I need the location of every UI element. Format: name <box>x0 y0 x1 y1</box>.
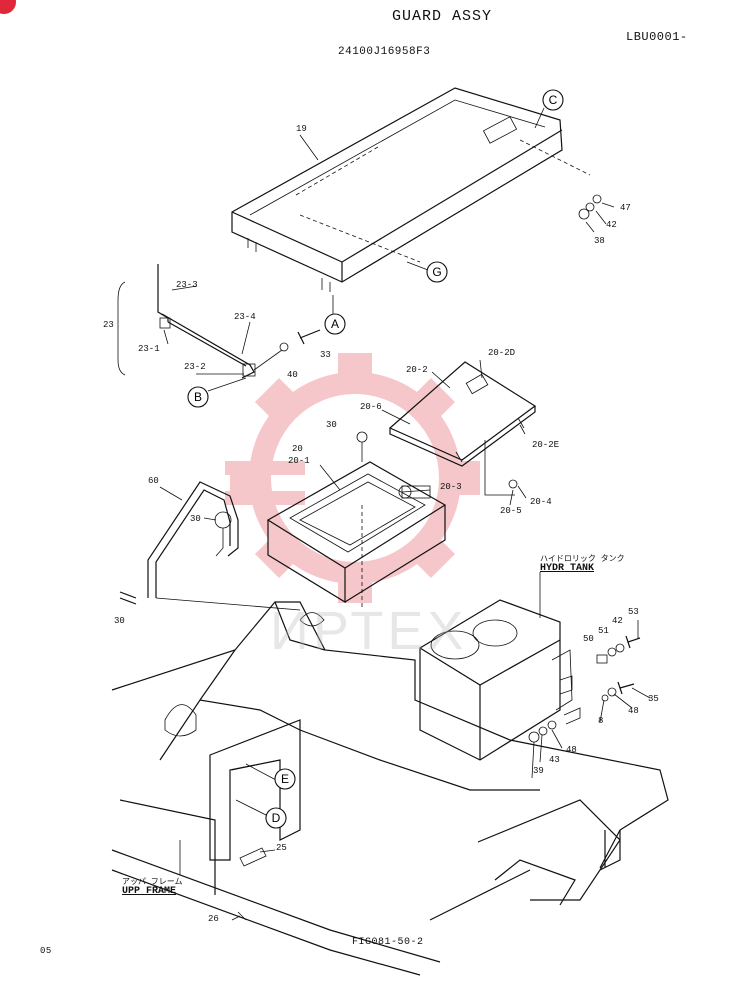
part-label: 43 <box>549 755 560 765</box>
part-label: 33 <box>320 350 331 360</box>
bracket-assembly-part <box>117 264 321 379</box>
part-label: 26 <box>208 914 219 924</box>
callout-g-label: G <box>432 265 441 279</box>
callout-b <box>187 386 209 408</box>
part-label: 23-1 <box>138 344 160 354</box>
figure-number: FIG081-50-2 <box>352 937 424 948</box>
callout-g <box>426 261 448 283</box>
callout-a <box>324 313 346 335</box>
part-label: 35 <box>648 694 659 704</box>
upp-frame-label-jp: アッパ フレーム <box>122 878 183 887</box>
corner-badge-icon <box>0 0 16 14</box>
callout-e-label: E <box>281 772 289 786</box>
part-label: 40 <box>287 370 298 380</box>
fastener-group-right-top <box>578 194 615 233</box>
part-label: 19 <box>296 124 307 134</box>
callout-circles: C G A B E D <box>187 89 564 829</box>
part-label: 20-2E <box>532 440 560 450</box>
part-label: 30 <box>114 616 125 626</box>
part-label: 47 <box>620 203 631 213</box>
part-label: 42 <box>612 616 623 626</box>
hydr-tank-label: HYDR TANK <box>540 563 595 574</box>
page-title: GUARD ASSY <box>392 8 493 25</box>
callout-a-label: A <box>331 317 339 331</box>
callout-b-label: B <box>194 390 202 404</box>
upp-frame-label: UPP FRAME <box>122 886 177 897</box>
handle-rail-part <box>119 481 301 611</box>
part-label: 20-5 <box>500 506 522 516</box>
part-label: 38 <box>594 236 605 246</box>
part-label: 8 <box>598 716 604 726</box>
callout-e <box>274 768 296 790</box>
upper-frame-part <box>111 601 669 976</box>
part-label: 23-3 <box>176 280 198 290</box>
fastener-group-right-bottom <box>528 635 641 743</box>
serial-range: LBU0001- <box>626 30 688 44</box>
part-label: 42 <box>606 220 617 230</box>
part-label: 20-3 <box>440 482 462 492</box>
leader-lines <box>159 107 651 921</box>
part-label: 30 <box>190 514 201 524</box>
callout-c <box>542 89 564 111</box>
hydraulic-tank-part <box>419 599 581 761</box>
part-label: 60 <box>148 476 159 486</box>
part-label: 50 <box>583 634 594 644</box>
part-label: 20 <box>292 444 303 454</box>
part-label: 23-2 <box>184 362 206 372</box>
part-label: 20-6 <box>360 402 382 412</box>
part-label: 51 <box>598 626 609 636</box>
part-label: 39 <box>533 766 544 776</box>
part-label: 53 <box>628 607 639 617</box>
part-label: 30 <box>326 420 337 430</box>
callout-d <box>265 807 287 829</box>
callout-d-label: D <box>272 811 281 825</box>
drawing-number: 24100J16958F3 <box>338 46 431 58</box>
page-number: 05 <box>40 946 52 956</box>
part-label: 48 <box>628 706 639 716</box>
part-label: 20-4 <box>530 497 552 507</box>
part-label: 20-2D <box>488 348 516 358</box>
part-label: 48 <box>566 745 577 755</box>
lid-part <box>388 361 537 467</box>
storage-box-part <box>266 431 518 610</box>
part-label: 25 <box>276 843 287 853</box>
hydr-tank-label-jp: ハイドロリック タンク <box>540 555 625 564</box>
part-label: 23 <box>103 320 114 330</box>
part-label: 23-4 <box>234 312 256 322</box>
top-cover-part <box>231 87 591 292</box>
callout-c-label: C <box>549 93 558 107</box>
part-label: 20-1 <box>288 456 310 466</box>
watermark-text: ИРТЕХ <box>270 601 468 661</box>
part-label: 20-2 <box>406 365 428 375</box>
